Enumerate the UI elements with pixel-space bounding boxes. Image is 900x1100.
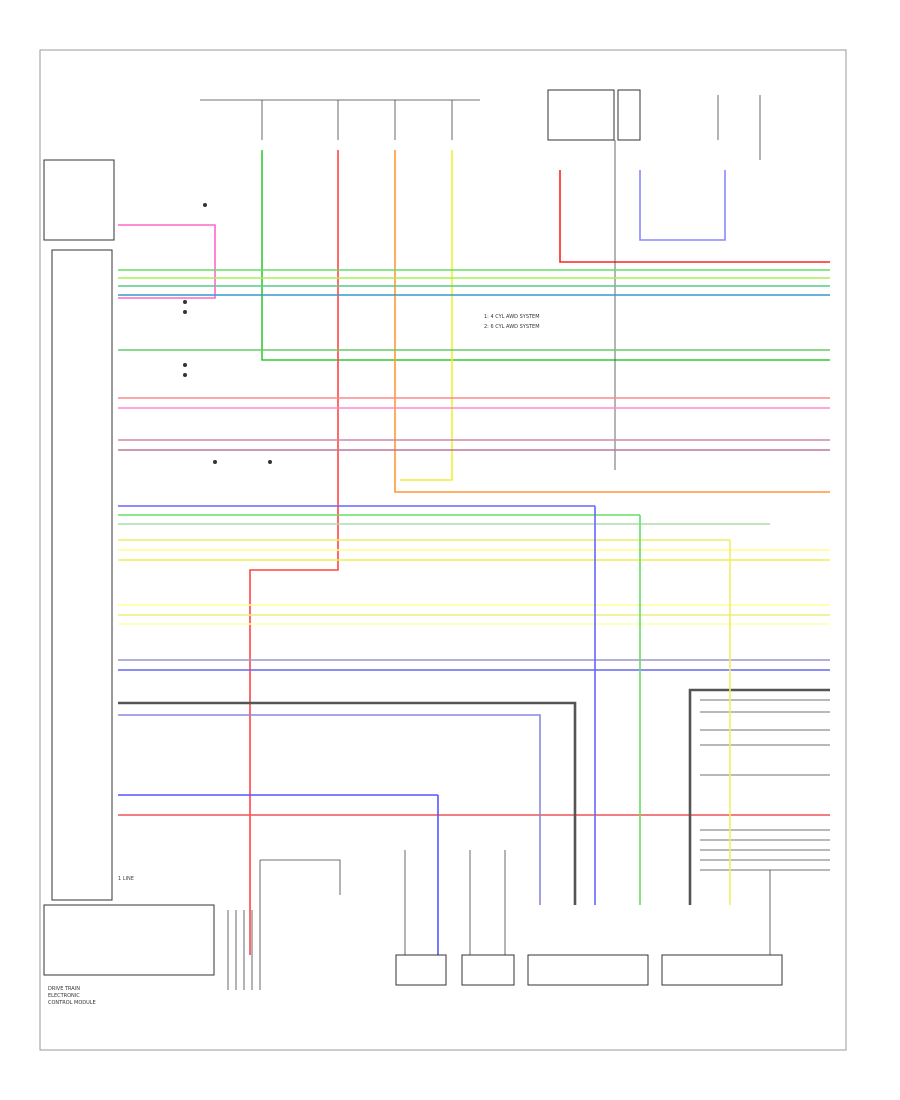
switch-contact-5	[183, 373, 187, 377]
switch-contact-3	[183, 310, 187, 314]
wire-orange-v	[394, 150, 830, 493]
bottom-note: 1 LINE	[118, 876, 134, 882]
left-caption-3: CONTROL MODULE	[48, 1000, 96, 1006]
relay-box-2	[617, 89, 641, 141]
sensor-box-3	[527, 954, 649, 986]
bottom-module-box	[43, 904, 215, 976]
switch-contact-4	[183, 363, 187, 367]
control-module-box	[51, 249, 113, 901]
switch-contact-6	[213, 460, 217, 464]
bottom-ground-loop	[260, 859, 341, 895]
wire-gray-bus	[118, 701, 577, 905]
switch-contact-2	[183, 300, 187, 304]
wire-red-v	[249, 150, 339, 955]
legend-line-1: 1: 4 CYL AWD SYSTEM	[484, 314, 540, 320]
switch-contact-1	[203, 203, 207, 207]
sensor-box-1	[395, 954, 447, 986]
sensor-box-4	[661, 954, 783, 986]
wire-red-relay	[559, 170, 830, 263]
switch-contact-7	[268, 460, 272, 464]
wire-gray-right	[688, 688, 830, 905]
wire-purple-relay	[639, 170, 726, 241]
wire-pink	[118, 224, 216, 299]
wire-gray-out-1	[118, 714, 541, 905]
left-caption-2: ELECTRONIC	[48, 993, 80, 999]
sensor-box-2	[461, 954, 515, 986]
control-module-header-box	[43, 159, 115, 241]
relay-box	[547, 89, 615, 141]
wire-yellow-v	[400, 150, 453, 481]
diagram-frame	[39, 49, 847, 1051]
wire-green-v	[261, 150, 830, 361]
legend-line-2: 2: 6 CYL AWD SYSTEM	[484, 324, 540, 330]
left-caption-1: DRIVE TRAIN	[48, 986, 80, 992]
